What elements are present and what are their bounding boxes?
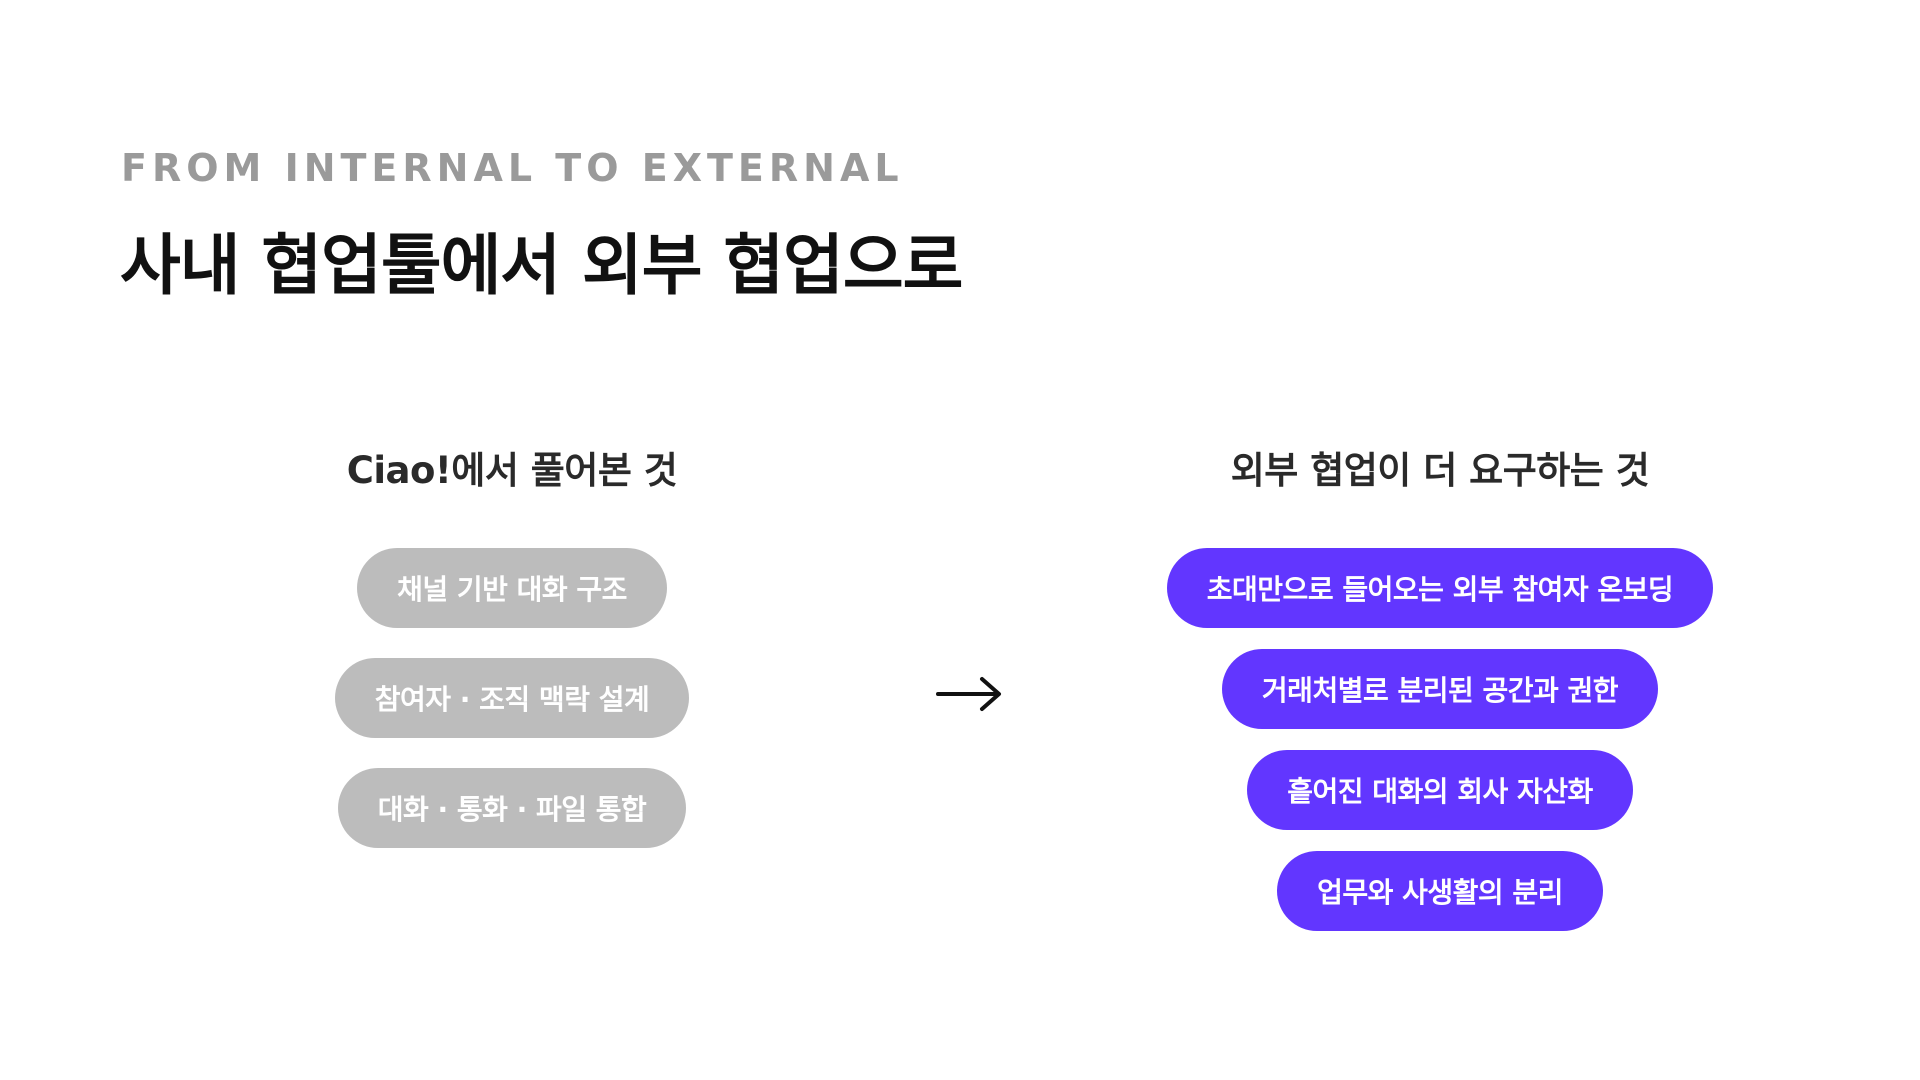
left-column: Ciao!에서 풀어본 것 채널 기반 대화 구조 참여자 · 조직 맥락 설계…	[212, 440, 812, 848]
right-pill-3: 흩어진 대화의 회사 자산화	[1247, 750, 1633, 830]
right-column-heading: 외부 협업이 더 요구하는 것	[1230, 449, 1650, 492]
arrow-right-icon	[936, 677, 1001, 711]
left-pill-3: 대화 · 통화 · 파일 통합	[337, 768, 687, 848]
right-pill-2: 거래처별로 분리된 공간과 권한	[1221, 649, 1659, 729]
right-pill-list: 초대만으로 들어오는 외부 참여자 온보딩 거래처별로 분리된 공간과 권한 흩…	[1166, 548, 1714, 931]
left-pill-1: 채널 기반 대화 구조	[357, 548, 667, 628]
left-column-heading: Ciao!에서 풀어본 것	[346, 449, 678, 492]
left-pill-list: 채널 기반 대화 구조 참여자 · 조직 맥락 설계 대화 · 통화 · 파일 …	[334, 548, 690, 848]
eyebrow-label: FROM INTERNAL TO EXTERNAL	[121, 146, 904, 190]
right-column: 외부 협업이 더 요구하는 것 초대만으로 들어오는 외부 참여자 온보딩 거래…	[1130, 440, 1750, 931]
page-title: 사내 협업툴에서 외부 협업으로	[120, 227, 963, 304]
right-pill-4: 업무와 사생활의 분리	[1277, 851, 1603, 931]
left-pill-2: 참여자 · 조직 맥락 설계	[334, 658, 690, 738]
right-pill-1: 초대만으로 들어오는 외부 참여자 온보딩	[1166, 548, 1714, 628]
